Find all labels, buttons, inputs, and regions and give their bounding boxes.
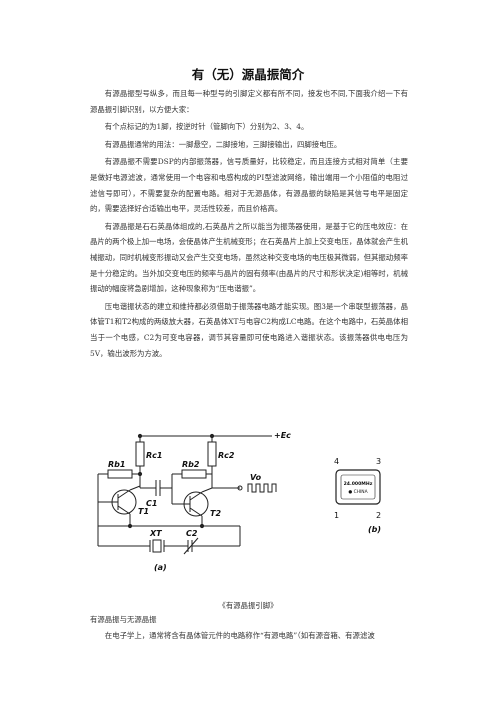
- label-rc2: Rc2: [218, 451, 235, 460]
- label-rb2: Rb2: [182, 460, 200, 469]
- package-frequency: 24.000MHz: [344, 481, 373, 487]
- document-title: 有（无）源晶振简介: [191, 67, 305, 82]
- label-c2: C2: [186, 529, 198, 538]
- oscillator-figure: +Ec Rc1 Rc2 Rb1 Rb2 C1 T1 T2 XT C2 Vo (a…: [90, 422, 408, 582]
- paragraph-2: 有个点标记的为1脚，按逆时针（管脚向下）分别为2、3、4。: [104, 122, 309, 132]
- paragraph-5: 有源晶振是石石英晶体组成的,石英晶片之所以能当为振荡器使用，是基于它的压电效应：…: [90, 221, 408, 294]
- label-ec: +Ec: [274, 431, 291, 440]
- body-text: 有源晶振型号纵多，而且每一种型号的引脚定义都有所不同，接发也不同,下面我介绍一下…: [90, 86, 408, 363]
- label-rc1: Rc1: [146, 451, 162, 460]
- label-t2: T2: [210, 509, 221, 518]
- label-vo: Vo: [250, 473, 262, 482]
- pin-2-label: 2: [376, 511, 381, 520]
- figure-caption: 《有源晶振引脚》: [218, 601, 278, 610]
- label-t1: T1: [138, 507, 149, 516]
- label-c1: C1: [146, 499, 157, 508]
- paragraph-tail: 在电子学上，通常将含有晶体管元件的电路称作“有源电路”（如有源音箱、有源滤波: [104, 631, 375, 640]
- paragraph-6: 压电谐振状态的建立和维持都必须借助于振荡器电路才能实现。图3是一个串联型振荡器，…: [90, 301, 408, 358]
- pin-3-label: 3: [376, 457, 381, 466]
- package-brand: ● CHINA: [348, 489, 367, 495]
- pin-4-label: 4: [334, 457, 339, 466]
- label-xt: XT: [149, 529, 162, 538]
- label-panel-a: (a): [154, 563, 167, 572]
- paragraph-3: 有源晶振通常的用法：一脚悬空，二脚接地，三脚接输出，四脚接电压。: [104, 139, 342, 149]
- label-panel-b: (b): [368, 525, 381, 534]
- paragraph-1: 有源晶振型号纵多，而且每一种型号的引脚定义都有所不同，接发也不同,下面我介绍一下…: [90, 89, 408, 114]
- paragraph-4: 有源晶振不需要DSP的内部振荡器，信号质量好，比较稳定，而且连接方式相对简单（主…: [90, 157, 408, 214]
- section-subheading: 有源晶振与无源晶振: [90, 615, 157, 624]
- label-rb1: Rb1: [108, 460, 125, 469]
- pin-1-label: 1: [334, 511, 339, 520]
- circuit-diagram: +Ec Rc1 Rc2 Rb1 Rb2 C1 T1 T2 XT C2 Vo (a…: [97, 431, 381, 572]
- oscillator-package: 24.000MHz ● CHINA: [335, 469, 381, 505]
